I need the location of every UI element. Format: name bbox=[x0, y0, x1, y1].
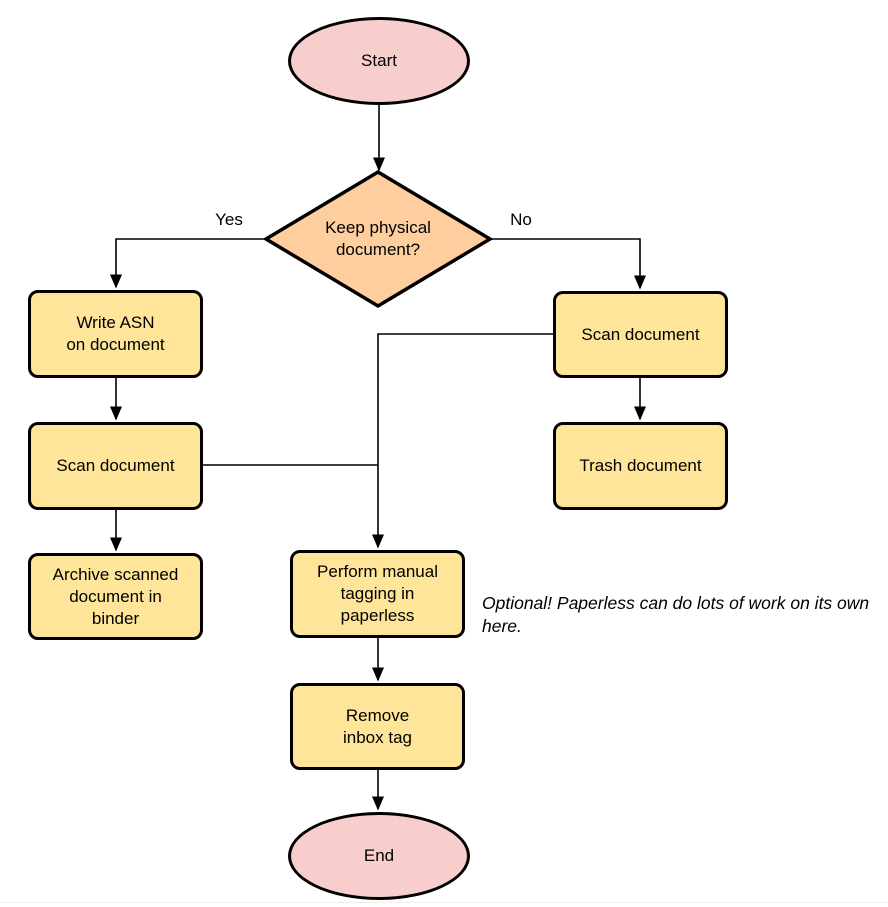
node-scan-document-right-label: Scan document bbox=[581, 324, 700, 344]
node-archive-binder: Archive scanned document in binder bbox=[28, 553, 203, 640]
node-manual-tagging-label: Perform manual tagging in paperless bbox=[317, 562, 438, 625]
node-end-label: End bbox=[363, 846, 395, 865]
node-scan-document-left: Scan document bbox=[28, 422, 203, 510]
node-remove-inbox-tag-label: Remove inbox tag bbox=[343, 705, 412, 747]
edge-decision-yes bbox=[110, 238, 266, 289]
bottom-rule bbox=[0, 902, 888, 903]
edge-label-no: No bbox=[508, 210, 534, 230]
node-write-asn: Write ASN on document bbox=[28, 290, 203, 378]
node-trash-document-label: Trash document bbox=[579, 456, 702, 475]
node-scan-document-right: Scan document bbox=[553, 291, 728, 378]
optional-note: Optional! Paperless can do lots of work … bbox=[482, 593, 870, 636]
node-archive-binder-label: Archive scanned document in binder bbox=[52, 564, 179, 628]
edge-scanright-to-tagging bbox=[372, 333, 553, 549]
node-end: End bbox=[288, 812, 470, 900]
node-start-label: Start bbox=[361, 51, 397, 70]
node-decision-label: Keep physical document? bbox=[325, 218, 431, 259]
node-start: Start bbox=[288, 17, 470, 105]
node-scan-document-left-label: Scan document bbox=[56, 456, 175, 475]
node-manual-tagging: Perform manual tagging in paperless bbox=[290, 550, 465, 638]
decision-diamond-shape bbox=[262, 169, 494, 309]
node-write-asn-label: Write ASN on document bbox=[66, 313, 165, 354]
edge-decision-no bbox=[490, 238, 646, 290]
edge-label-yes: Yes bbox=[213, 210, 245, 230]
node-remove-inbox-tag: Remove inbox tag bbox=[290, 683, 465, 770]
node-trash-document: Trash document bbox=[553, 422, 728, 510]
